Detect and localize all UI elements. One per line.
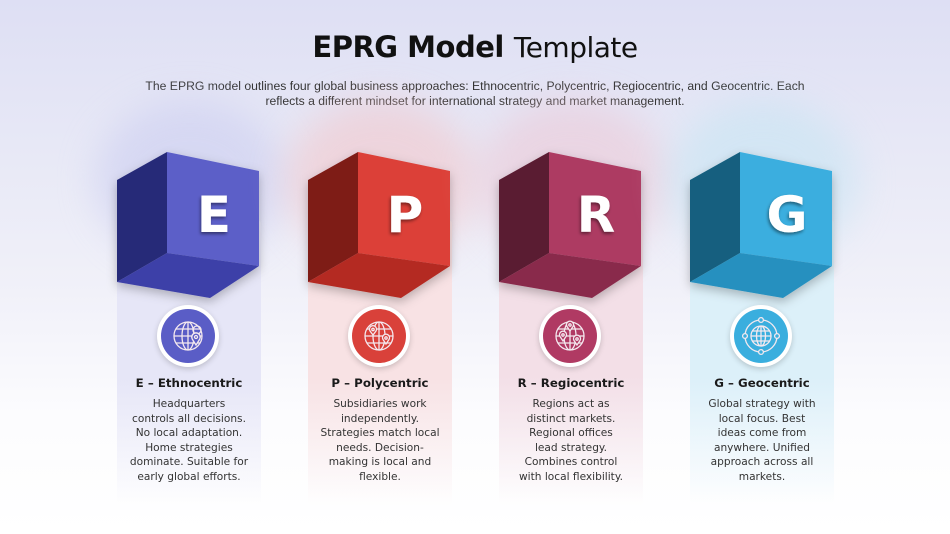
description-line: Headquarters — [152, 398, 226, 410]
description-line: lead strategy. — [534, 441, 608, 454]
globe-pin-icon — [173, 321, 203, 351]
icon-badge — [157, 305, 219, 367]
description-line: Regional offices — [529, 427, 613, 440]
column-heading: E – Ethnocentric — [135, 376, 243, 390]
column-description: Headquarters controls all decisions. No lo… — [109, 397, 269, 485]
description-line: needs. Decision- — [336, 441, 424, 454]
description-line: anywhere. Unified — [713, 441, 811, 454]
column-description: Regions act as distinct markets. Regional … — [491, 397, 651, 485]
column-description: Global strategy with local focus. Best ide… — [682, 397, 842, 485]
description-line: dominate. Suitable for — [129, 456, 249, 469]
icon-badge — [730, 305, 792, 367]
icon-badge — [539, 305, 601, 367]
column-ethnocentric: E E – Ethnocentric Headquarters controls … — [95, 100, 285, 510]
description-line: early global efforts. — [137, 470, 241, 483]
description-line: Global strategy with — [708, 398, 816, 410]
description-line: ideas come from — [717, 427, 807, 440]
column-heading: G – Geocentric — [714, 376, 810, 390]
description-line: Subsidiaries work — [333, 398, 427, 410]
description-line: independently. — [340, 412, 420, 425]
globe-three-pins-icon — [555, 320, 585, 351]
cube-letter: G — [766, 186, 807, 244]
description-line: distinct markets. — [526, 412, 616, 425]
description-line: approach across all — [710, 456, 814, 469]
cube-letter: P — [387, 186, 424, 244]
description-line: Regions act as — [532, 398, 610, 410]
icon-badge — [348, 305, 410, 367]
cube-letter: R — [577, 186, 616, 244]
globe-two-pins-icon — [364, 321, 394, 351]
description-line: Combines control — [524, 456, 618, 469]
description-line: controls all decisions. — [132, 412, 246, 425]
subtitle-line: reflects a different mindset for interna… — [265, 94, 685, 108]
description-line: markets. — [738, 470, 786, 483]
description-line: flexible. — [359, 470, 401, 483]
column-description: Subsidiaries work independently. Strategie… — [300, 397, 460, 485]
cube-letter: E — [197, 186, 231, 244]
description-line: with local flexibility. — [519, 470, 623, 483]
column-geocentric: G G – Geocentric Global strategy with loc… — [668, 100, 858, 510]
letter-cube: G — [690, 140, 834, 300]
description-line: local focus. Best — [718, 412, 806, 425]
globe-network-icon — [741, 316, 781, 356]
column-heading: R – Regiocentric — [517, 376, 625, 390]
subtitle-line: The EPRG model outlines four global busi… — [145, 79, 805, 93]
letter-cube: R — [499, 140, 643, 300]
page-title: EPRG Model Template — [0, 30, 950, 64]
description-line: Strategies match local — [320, 427, 440, 440]
title-light: Template — [513, 31, 638, 64]
description-line: Home strategies — [145, 441, 233, 454]
letter-cube: E — [117, 140, 261, 300]
description-line: making is local and — [328, 456, 432, 469]
title-bold: EPRG Model — [312, 30, 504, 64]
subtitle: The EPRG model outlines four global busi… — [130, 79, 820, 109]
column-regiocentric: R R – Regiocentric Regions act as distinc… — [477, 100, 667, 510]
description-line: No local adaptation. — [135, 427, 243, 440]
column-heading: P – Polycentric — [331, 376, 429, 390]
letter-cube: P — [308, 140, 452, 300]
column-polycentric: P P – Polycentric Subsidiaries work indep… — [286, 100, 476, 510]
